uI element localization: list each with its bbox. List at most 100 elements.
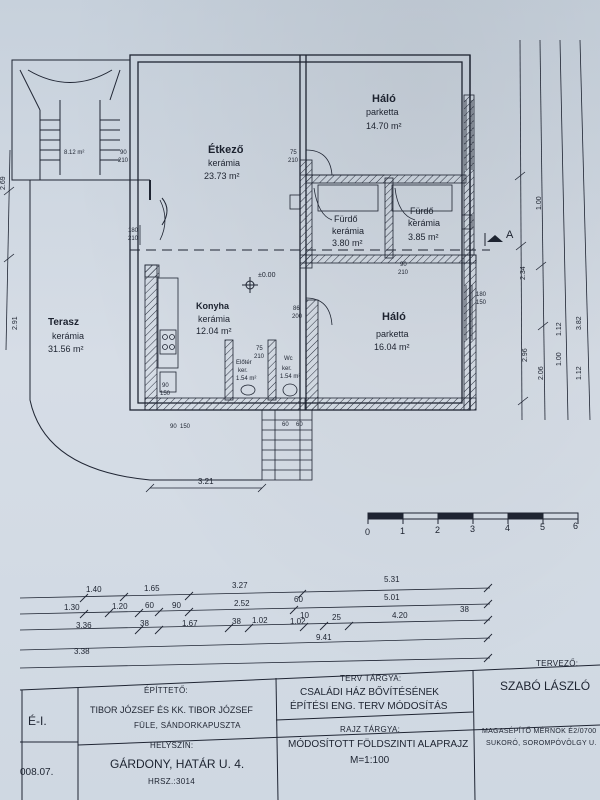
dim-right: 1.12	[576, 366, 583, 380]
opening-h: 210	[288, 158, 299, 164]
scale-label: 2	[435, 525, 441, 535]
builder-label: ÉPÍTTETŐ:	[144, 686, 189, 695]
room-etkezo-floor: kerámia	[208, 158, 241, 168]
windows	[139, 100, 473, 340]
dim-right: 1.00	[556, 352, 563, 366]
dim-row2: 1.20	[112, 602, 128, 611]
room-furdo2-area: 3.85 m²	[408, 232, 439, 242]
room-etkezo-name: Étkező	[208, 144, 244, 156]
entrance-steps	[261, 409, 313, 481]
room-halo-bottom-area: 16.04 m²	[374, 342, 410, 352]
dim-row2: 1.30	[64, 603, 80, 612]
dim-right: 1.00	[536, 196, 543, 210]
terrace-width-label: 3.21	[198, 477, 214, 486]
dim-row2: 5.01	[384, 593, 400, 602]
new-walls	[144, 94, 477, 411]
location-label: HELYSZÍN:	[150, 741, 194, 750]
room-eloter-floor: ker.	[238, 368, 248, 374]
room-furdo1-area: 3.80 m²	[332, 238, 363, 248]
dim-row2: 90	[172, 601, 181, 610]
room-terasz-name: Terasz	[48, 317, 79, 328]
dim-row1: 1.65	[144, 584, 160, 593]
dim-row2: 60	[294, 595, 303, 604]
room-etkezo-area: 23.73 m²	[204, 171, 240, 181]
opening-h: 60	[296, 422, 303, 428]
opening-h: 150	[180, 424, 191, 430]
dim-row3: 1.02	[290, 617, 306, 626]
opening-w: 90	[170, 424, 177, 430]
room-wc-area: 1.54 m²	[280, 374, 301, 380]
dimension-rows	[19, 583, 493, 669]
terrace-dimension-line	[145, 483, 267, 493]
opening-h: 210	[118, 158, 129, 164]
room-konyha-floor: kerámia	[198, 314, 231, 324]
dim-left: 2.69	[0, 176, 7, 190]
dim-right: 2.06	[538, 366, 545, 380]
dim-row3: 1.67	[182, 619, 198, 628]
dim-row3: 4.20	[392, 611, 408, 620]
dim-row1: 5.31	[384, 575, 400, 584]
room-halo-top-area: 14.70 m²	[366, 121, 402, 131]
dim-right: 2.34	[520, 266, 527, 280]
scale-bar	[367, 512, 579, 524]
dim-right: 3.82	[576, 316, 583, 330]
opening-w: 90	[162, 383, 169, 389]
scale-label: 4	[505, 523, 511, 533]
sheet-code: É-I.	[28, 714, 47, 728]
scale-label: 5	[540, 522, 546, 532]
designer-address: SUKORÓ, SOROMPÓVÖLGY U.	[486, 740, 597, 747]
dim-right: 1.12	[556, 322, 563, 336]
dim-row3: 38	[232, 617, 241, 626]
opening-w: 90	[400, 262, 407, 268]
drawing-date: 008.07.	[20, 767, 54, 778]
terrace-outline	[29, 179, 262, 481]
designer-name: SZABÓ LÁSZLÓ	[500, 679, 591, 693]
room-furdo2-floor: kerámia	[408, 218, 441, 228]
location-value: GÁRDONY, HATÁR U. 4.	[110, 757, 245, 771]
door-swings	[159, 149, 416, 326]
dim-row3: 38	[140, 619, 149, 628]
dim-row2: 2.52	[234, 599, 250, 608]
stair-area-label: 8.12 m²	[64, 150, 85, 156]
room-konyha-name: Konyha	[196, 301, 230, 311]
opening-w: 180	[128, 228, 139, 234]
opening-w: 86	[293, 306, 300, 312]
dim-row3: 3.36	[76, 621, 92, 630]
opening-h: 210	[128, 236, 139, 242]
opening-w: 75	[290, 150, 297, 156]
room-furdo2-name: Fürdő	[410, 206, 434, 216]
opening-w: 180	[476, 292, 487, 298]
hrsz-value: HRSZ.:3014	[148, 777, 196, 786]
drawing-scale: M=1:100	[350, 755, 390, 766]
dim-row3: 38	[460, 605, 469, 614]
dim-row3: 25	[332, 613, 341, 622]
opening-h: 150	[476, 300, 487, 306]
right-dimension-lines	[514, 39, 591, 421]
room-eloter-area: 1.54 m²	[236, 376, 257, 382]
subject-line-2: ÉPÍTÉSI ENG. TERV MÓDOSÍTÁS	[290, 701, 448, 712]
room-halo-top-floor: parketta	[366, 107, 399, 117]
scale-label: 0	[365, 527, 371, 537]
opening-h: 150	[160, 391, 171, 397]
dim-row3-total: 9.41	[316, 633, 332, 642]
room-konyha-area: 12.04 m²	[196, 326, 232, 336]
opening-h: 210	[398, 270, 409, 276]
title-block-frame	[19, 664, 600, 800]
dim-row1: 1.40	[86, 585, 102, 594]
room-terasz-floor: kerámia	[52, 331, 85, 341]
room-terasz-area: 31.56 m²	[48, 344, 84, 354]
subject-label: TERV TÁRGYA:	[340, 674, 402, 683]
drawing-label: RAJZ TÁRGYA:	[340, 725, 401, 734]
drawing-title: MÓDOSÍTOTT FÖLDSZINTI ALAPRAJZ	[288, 739, 469, 750]
opening-h: 210	[254, 354, 265, 360]
designer-title: MAGASÉPÍTŐ MÉRNÖK É2/0700	[482, 728, 597, 735]
room-wc-floor: ker.	[282, 366, 292, 372]
stair-area	[11, 59, 131, 181]
dim-left: 2.91	[12, 316, 19, 330]
section-mark-label: A	[506, 229, 514, 241]
fixtures	[157, 174, 473, 397]
scale-label: 3	[470, 524, 476, 534]
opening-w: 75	[256, 346, 263, 352]
room-wc-name: Wc	[284, 356, 293, 362]
